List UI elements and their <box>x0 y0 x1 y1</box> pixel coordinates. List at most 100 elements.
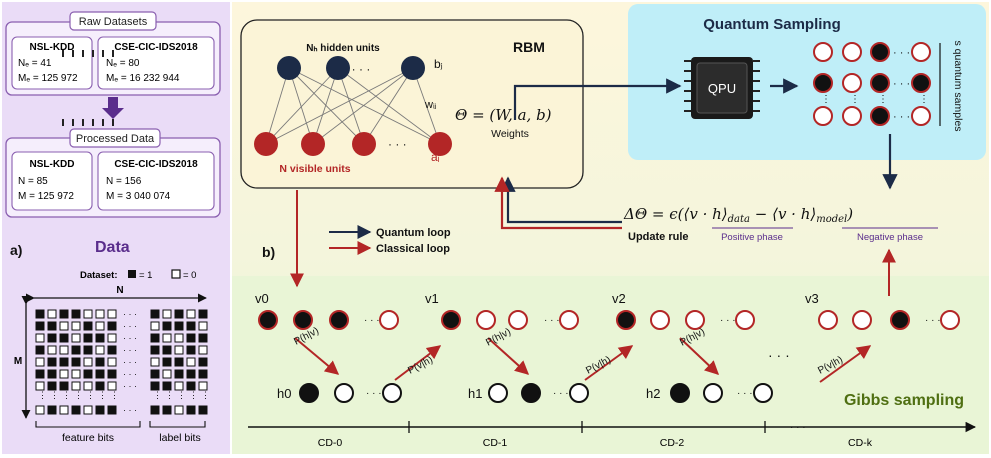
cd-label-k: CD-k <box>848 437 873 449</box>
bit-zero <box>107 357 117 367</box>
gibbs-hidden-node <box>670 383 690 403</box>
grid-ellipsis: · · · <box>123 321 137 331</box>
hidden-unit <box>401 56 425 80</box>
v-label-3: v3 <box>805 291 819 306</box>
raw-cic-n: Nₑ = 80 <box>106 58 140 69</box>
h-label-2: h2 <box>646 386 660 401</box>
gibbs-ellipsis: · · · <box>364 315 380 326</box>
bit-one <box>35 309 45 319</box>
bit-one <box>198 309 208 319</box>
bit-one <box>83 369 93 379</box>
bit-one <box>95 381 105 391</box>
bit-one <box>71 345 81 355</box>
bit-one <box>107 405 117 415</box>
gibbs-visible-node <box>329 310 349 330</box>
hidden-unit <box>277 56 301 80</box>
n-axis-label: N <box>116 285 123 296</box>
rbm-weight-edges <box>265 67 441 145</box>
grid-ellipsis: · · · <box>123 357 137 367</box>
hidden-ellipsis: · · · <box>352 62 371 76</box>
sample-col-dots: ⋮ <box>850 94 860 105</box>
quantum-sample-zero <box>813 106 833 126</box>
bit-zero <box>198 381 208 391</box>
bit-zero <box>83 357 93 367</box>
gibbs-visible-node <box>293 310 313 330</box>
cd-axis-ellipsis: · · · <box>790 422 806 433</box>
update-equation: ΔΘ = ϵ(⟨v · h⟩data − ⟨v · h⟩model) <box>623 205 853 225</box>
bit-one <box>162 345 172 355</box>
grid-ellipsis: · · · <box>123 309 137 319</box>
sample-col-dots: ⋮ <box>821 94 831 105</box>
visible-unit <box>428 132 452 156</box>
proc-cic-name: CSE-CIC-IDS2018 <box>114 159 198 170</box>
bit-one <box>35 345 45 355</box>
quantum-sample-zero <box>911 42 931 62</box>
bit-one <box>35 369 45 379</box>
bit-zero <box>83 309 93 319</box>
raw-datasets-title-box <box>69 11 157 31</box>
quantum-sample-zero <box>911 106 931 126</box>
bit-one <box>198 405 208 415</box>
h-label-1: h1 <box>468 386 482 401</box>
panel-b: Quantum Sampling QPU · · ·· · ·· · ·⋮⋮⋮⋮… <box>62 2 989 454</box>
visible-unit <box>254 132 278 156</box>
grid-vertical-dots: ⋮ <box>62 390 71 400</box>
bit-one <box>150 345 160 355</box>
bit-one <box>59 309 69 319</box>
quantum-sample-zero <box>842 42 862 62</box>
gibbs-visible-node <box>508 310 528 330</box>
bit-zero <box>47 345 57 355</box>
raw-nslkdd-n: Nₑ = 41 <box>18 58 52 69</box>
bit-one <box>198 333 208 343</box>
grid-ellipsis: · · · <box>123 345 137 355</box>
processed-title: Processed Data <box>76 133 155 145</box>
gibbs-step-arrow <box>584 345 634 381</box>
bit-zero <box>162 333 172 343</box>
bit-one <box>150 381 160 391</box>
gibbs-ellipsis: · · · <box>720 315 736 326</box>
gibbs-visible-node <box>258 310 278 330</box>
gibbs-step-arrow <box>487 337 530 375</box>
bit-zero <box>174 381 184 391</box>
gibbs-visible-node <box>735 310 755 330</box>
wij-label: wᵢⱼ <box>424 99 437 111</box>
h-label-0: h0 <box>277 386 291 401</box>
processed-title-box <box>69 128 161 148</box>
bit-one <box>47 405 57 415</box>
processing-arrow <box>102 97 124 119</box>
v-label-2: v2 <box>612 291 626 306</box>
gibbs-ellipsis: · · · <box>544 315 560 326</box>
sample-col-dots: ⋮ <box>919 94 929 105</box>
gibbs-visible-node <box>441 310 461 330</box>
data-title: Data <box>95 239 130 256</box>
gibbs-step-arrow <box>394 345 442 381</box>
grid-ellipsis: · · · <box>123 381 137 391</box>
visible-unit <box>301 132 325 156</box>
bit-one <box>162 381 172 391</box>
visible-ellipsis: · · · <box>388 137 407 151</box>
negative-phase-label: Negative phase <box>857 232 923 243</box>
raw-cic-box <box>97 36 215 90</box>
bit-zero <box>174 333 184 343</box>
gibbs-ellipsis: · · · <box>366 388 382 399</box>
rbm-to-qpu-arrow <box>513 78 682 120</box>
proc-cic-m: M = 3 040 074 <box>106 191 171 202</box>
feature-bits-label: feature bits <box>62 432 114 444</box>
bit-one <box>47 333 57 343</box>
gibbs-ellipsis: · · · <box>553 388 569 399</box>
bit-zero <box>174 345 184 355</box>
grid-vertical-dots: ⋮ <box>165 390 174 400</box>
cd-label-0: CD-0 <box>318 437 343 449</box>
grid-vertical-dots: ⋮ <box>201 390 210 400</box>
proc-cic-box <box>97 151 215 211</box>
theta-equation: Θ = (W, a, b) <box>455 106 552 124</box>
bit-zero <box>95 345 105 355</box>
bit-one <box>174 321 184 331</box>
grid-ellipsis: · · · <box>123 405 137 415</box>
bit-zero <box>35 381 45 391</box>
bit-zero <box>59 405 69 415</box>
bit-one <box>174 369 184 379</box>
quantum-loop-legend: Quantum loop <box>376 227 451 239</box>
bit-one <box>162 405 172 415</box>
bit-zero <box>150 321 160 331</box>
